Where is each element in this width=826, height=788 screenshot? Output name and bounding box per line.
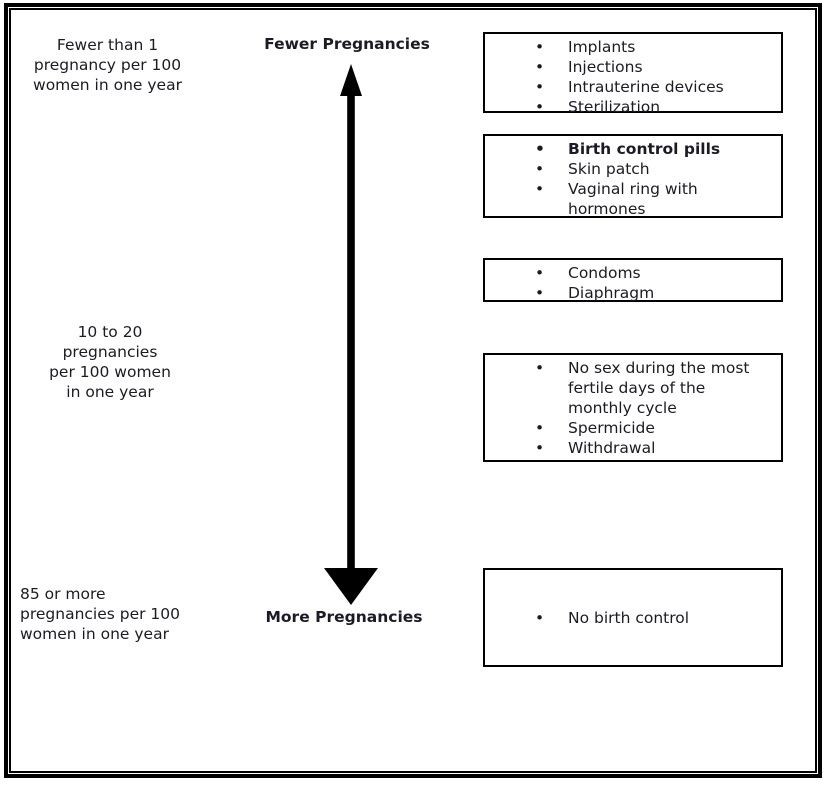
method-item: Diaphragm <box>533 283 773 303</box>
rate-label-fewer-than-1: Fewer than 1 pregnancy per 100 women in … <box>33 36 182 94</box>
method-item: Condoms <box>533 263 773 283</box>
outer-frame <box>4 3 822 778</box>
method-item: Spermicide <box>533 418 773 438</box>
method-item: Sterilization <box>533 97 773 117</box>
method-item: Injections <box>533 57 773 77</box>
rate-label-10-to-20: 10 to 20 pregnancies per 100 women in on… <box>49 323 171 401</box>
method-item: Vaginal ring with hormones <box>533 179 773 219</box>
method-item: No sex during the most fertile days of t… <box>533 358 773 418</box>
method-box-barrier: Condoms Diaphragm <box>483 258 783 303</box>
method-list: Implants Injections Intrauterine devices… <box>485 34 781 117</box>
method-list: No birth control <box>485 570 781 628</box>
method-item: Implants <box>533 37 773 57</box>
rate-label-85-or-more: 85 or more pregnancies per 100 women in … <box>20 585 181 643</box>
effectiveness-arrow-icon <box>318 58 384 610</box>
method-box-most-effective: Implants Injections Intrauterine devices… <box>483 32 783 117</box>
inner-frame <box>9 8 817 773</box>
method-list: Condoms Diaphragm <box>485 260 781 303</box>
method-item: Intrauterine devices <box>533 77 773 97</box>
method-item: No birth control <box>533 608 773 628</box>
method-item: Skin patch <box>533 159 773 179</box>
method-list: No sex during the most fertile days of t… <box>485 355 781 458</box>
method-item: Birth control pills <box>533 139 773 159</box>
method-list: Birth control pills Skin patch Vaginal r… <box>485 136 781 219</box>
method-box-no-birth-control: No birth control <box>483 568 783 667</box>
method-box-behavioral: No sex during the most fertile days of t… <box>483 353 783 462</box>
axis-label-fewer-pregnancies: Fewer Pregnancies <box>264 35 430 53</box>
method-box-hormonal: Birth control pills Skin patch Vaginal r… <box>483 134 783 218</box>
axis-label-more-pregnancies: More Pregnancies <box>265 608 423 626</box>
method-item: Withdrawal <box>533 438 773 458</box>
